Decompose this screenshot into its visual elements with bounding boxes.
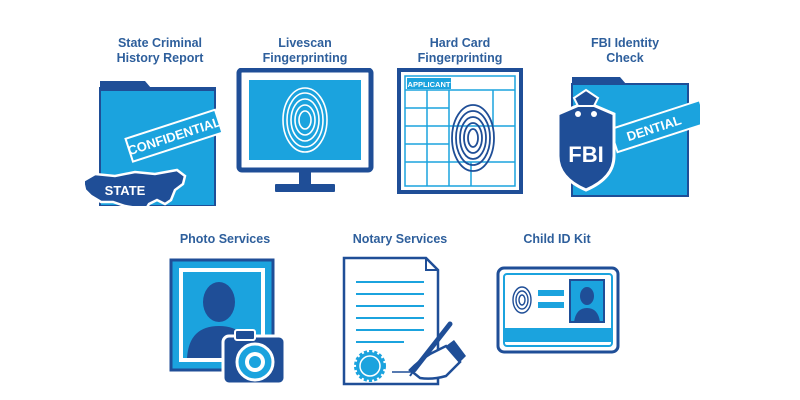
monitor-fingerprint-icon — [236, 68, 374, 192]
service-child-id-kit[interactable]: Child ID Kit — [492, 232, 622, 392]
service-label: State Criminal History Report — [116, 36, 204, 65]
service-label: Livescan Fingerprinting — [262, 36, 348, 65]
folder-state-icon: CONFIDENTIAL STATE — [85, 81, 224, 206]
state-badge-text: STATE — [105, 183, 146, 198]
service-label: Photo Services — [179, 232, 271, 246]
service-label: Child ID Kit — [523, 232, 591, 246]
id-card-icon — [496, 266, 620, 354]
fbi-folder-icon: DENTIAL FBI — [556, 77, 700, 197]
fingerprint-card-icon: APPLICANT — [397, 68, 523, 194]
applicant-header: APPLICANT — [408, 80, 451, 89]
service-photo[interactable]: Photo Services — [155, 232, 295, 392]
service-label: Notary Services — [352, 232, 448, 246]
service-label: FBI Identity Check — [590, 36, 660, 65]
service-state-criminal-history[interactable]: State Criminal History Report CONFIDENTI… — [85, 36, 235, 206]
service-hard-card[interactable]: Hard Card Fingerprinting APPLICANT — [395, 36, 525, 206]
fbi-badge-text: FBI — [568, 142, 603, 167]
notary-document-icon — [342, 256, 466, 386]
service-notary[interactable]: Notary Services — [330, 232, 470, 392]
service-fbi-identity[interactable]: FBI Identity Check DENTIAL FBI — [550, 36, 700, 206]
portrait-camera-icon — [169, 258, 287, 386]
service-livescan[interactable]: Livescan Fingerprinting — [235, 36, 375, 206]
service-label: Hard Card Fingerprinting — [417, 36, 503, 65]
